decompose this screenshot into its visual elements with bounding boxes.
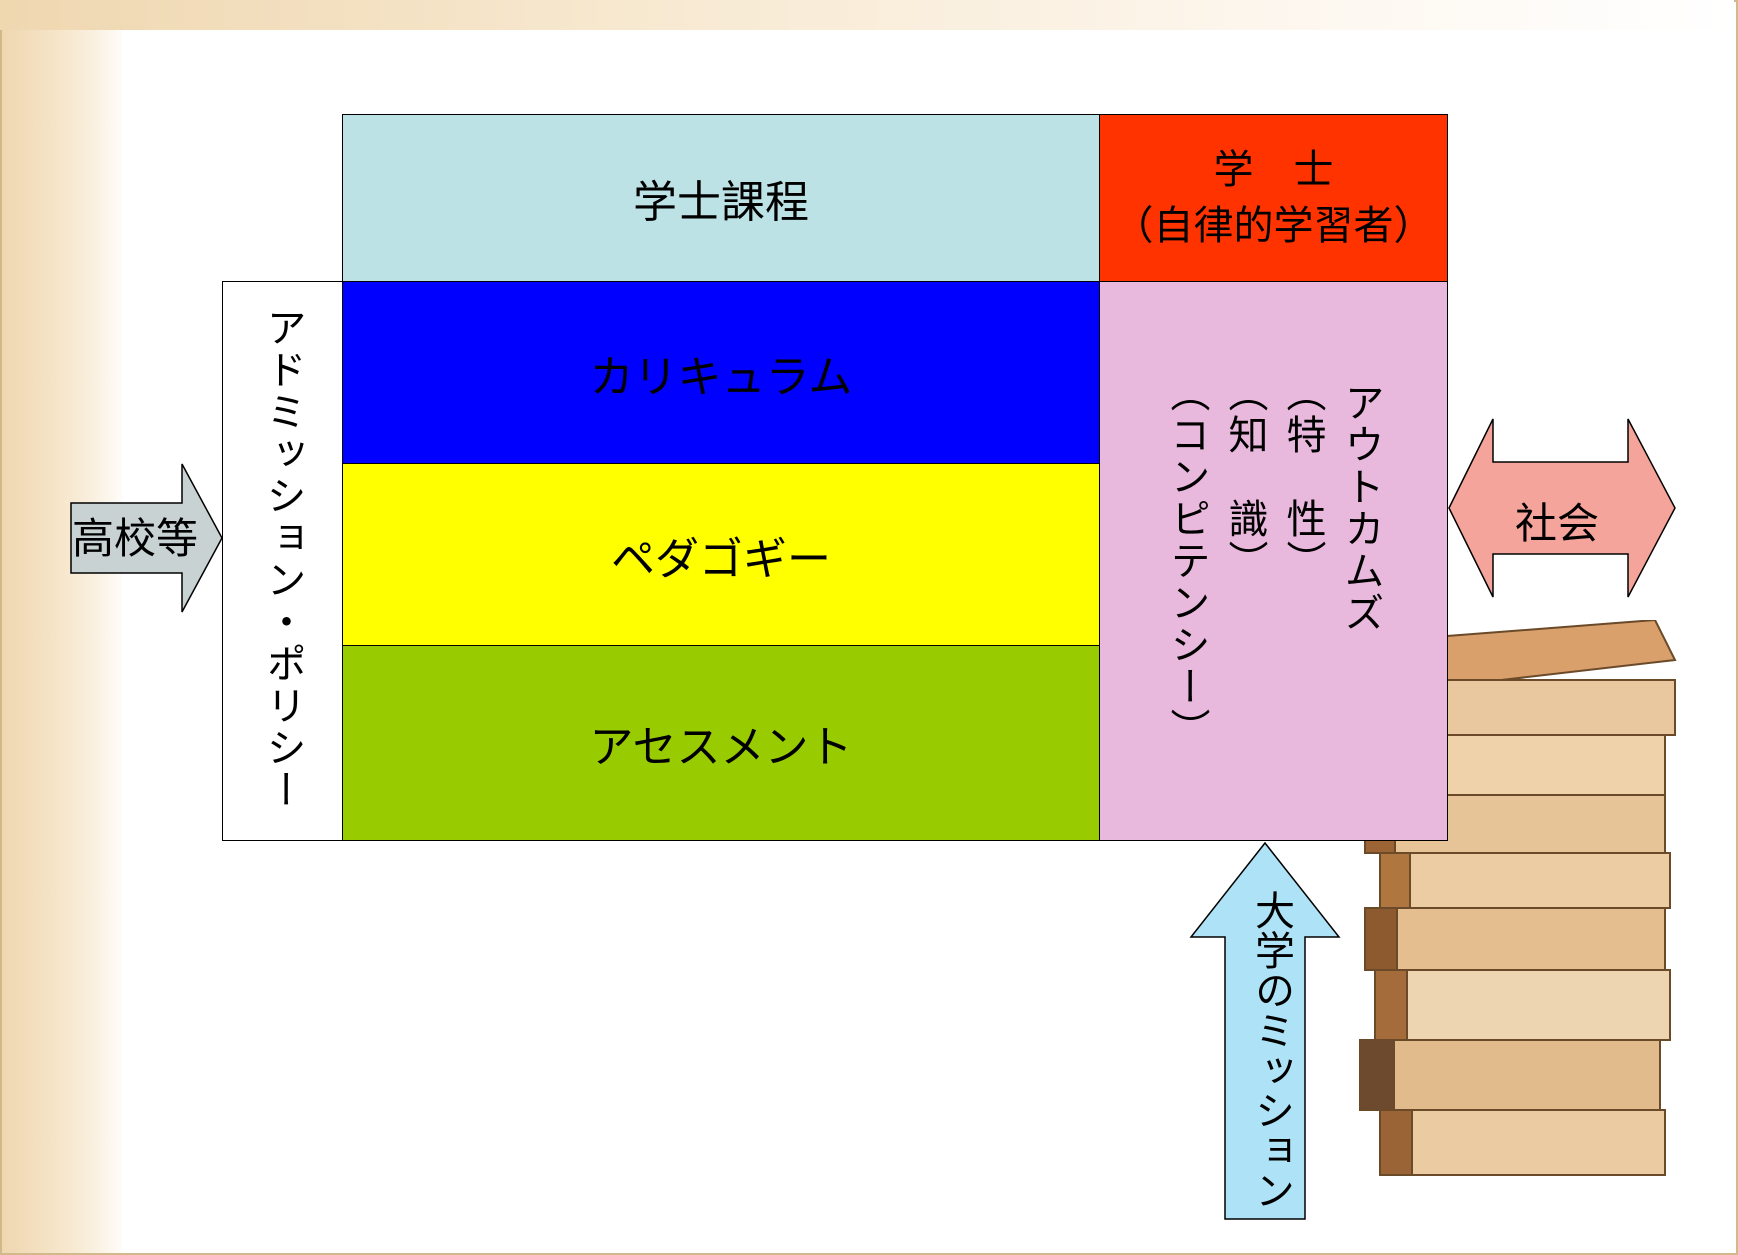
bachelor-label: 学 士 xyxy=(1213,147,1334,193)
outcomes-competency: （コンピテンシー） xyxy=(1163,372,1210,750)
autonomous-learner-label: （自律的学習者） xyxy=(1113,203,1434,249)
outcomes-knowledge: （知 識） xyxy=(1221,372,1268,582)
admission-policy-box: アドミッション・ポリシー xyxy=(222,281,343,841)
outcomes-traits: （特 性） xyxy=(1279,372,1326,582)
curriculum-label: カリキュラム xyxy=(589,351,853,403)
pedagogy-label: ペダゴギー xyxy=(611,533,831,585)
assessment-box: アセスメント xyxy=(342,645,1100,841)
society-label: 社会 xyxy=(1515,499,1600,548)
university-mission-label: 大学のミッション xyxy=(1248,890,1294,1210)
assessment-label: アセスメント xyxy=(589,722,853,773)
bachelor-course-box: 学士課程 xyxy=(342,114,1100,282)
top-band xyxy=(0,0,1734,30)
high-school-label: 高校等 xyxy=(72,514,199,563)
outcomes-columns: アウトカムズ （特 性） （知 識） （コンピテンシー） xyxy=(1162,372,1386,750)
admission-policy-label: アドミッション・ポリシー xyxy=(259,307,306,811)
outcomes-box: アウトカムズ （特 性） （知 識） （コンピテンシー） xyxy=(1099,281,1448,841)
pedagogy-box: ペダゴギー xyxy=(342,463,1100,646)
society-double-arrow xyxy=(1448,418,1676,598)
bachelor-course-label: 学士課程 xyxy=(633,177,809,228)
high-school-arrow xyxy=(70,463,223,613)
bachelor-box: 学 士 （自律的学習者） xyxy=(1099,114,1448,282)
outcomes-title: アウトカムズ xyxy=(1337,382,1384,634)
curriculum-box: カリキュラム xyxy=(342,281,1100,464)
university-mission-arrow xyxy=(1189,841,1341,1220)
